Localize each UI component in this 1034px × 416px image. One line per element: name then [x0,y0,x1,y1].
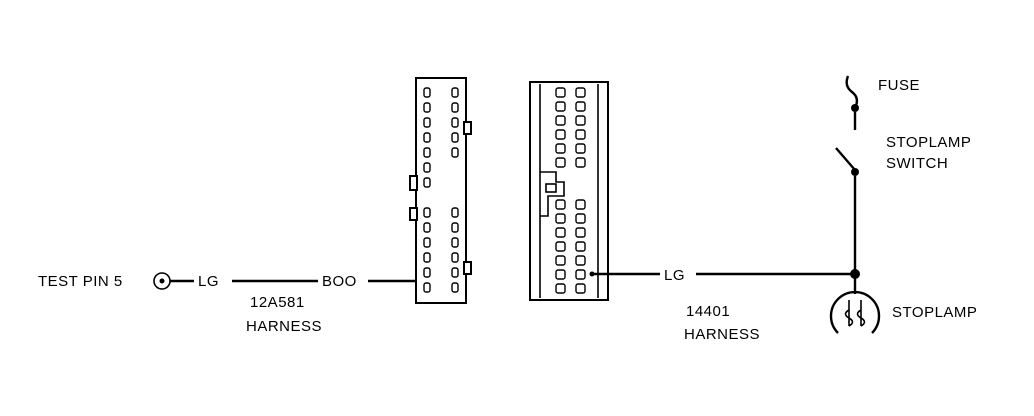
connector-left-pin [451,282,459,293]
connector-left-pin [451,207,459,218]
connector-left-pin [423,162,431,173]
connector-left-pin [451,222,459,233]
connector-left-pin [423,222,431,233]
connector-right-pin [575,129,586,140]
connector-right-pin [575,213,586,224]
fuse-label: FUSE [878,77,920,94]
connector-right-pin [555,283,566,294]
connector-right-pin [555,115,566,126]
test-pin-terminal-icon [153,272,171,290]
connector-right-pin [575,227,586,238]
test-pin-label: TEST PIN 5 [38,273,123,290]
connector-right-body [529,81,609,301]
harness-connector-right [529,81,609,301]
connector-left-pins [423,87,459,293]
connector-left-pin [451,102,459,113]
connector-left-pin [423,117,431,128]
connector-right-pin [555,241,566,252]
harness-right-number: 14401 [686,303,730,320]
fuse-icon [845,75,859,112]
connector-left-pin [423,87,431,98]
connector-right-pin [575,115,586,126]
connector-left-pin [423,267,431,278]
connector-right-pin [555,269,566,280]
connector-right-pin [575,87,586,98]
connector-right-pin [575,143,586,154]
connector-left-pin [423,147,431,158]
wire-color-label-left: LG [198,273,219,290]
connector-right-pin [575,241,586,252]
stoplamp-bulb-icon [829,290,881,334]
connector-left-pin [423,132,431,143]
connector-left-pin [451,132,459,143]
stoplamp-switch-label-line2: SWITCH [886,155,948,172]
connector-right-pins [555,87,586,294]
connector-right-pin [575,269,586,280]
connector-left-pin [451,87,459,98]
harness-left-word: HARNESS [246,318,322,335]
harness-right-word: HARNESS [684,326,760,343]
stoplamp-switch-icon [835,147,859,176]
connector-right-pin [575,199,586,210]
connector-right-pin [575,157,586,168]
connector-right-pin [555,143,566,154]
connector-left-pin [451,267,459,278]
connector-right-pin [555,255,566,266]
connector-left-pin [423,177,431,188]
connector-right-pin [555,227,566,238]
harness-left-number: 12A581 [250,294,305,311]
connector-right-pin [555,199,566,210]
connector-right-pin [555,129,566,140]
connector-left-pin [423,282,431,293]
connector-left-tab [463,261,472,275]
wire-color-label-right: LG [664,267,685,284]
connector-right-pin [575,101,586,112]
connector-left-pin [423,252,431,263]
connector-right-pin [555,157,566,168]
wire-splice-junction [850,269,860,279]
connector-right-latch [540,171,565,217]
harness-connector-left [409,77,472,304]
connector-left-tab [409,175,418,191]
connector-left-tab [463,121,472,135]
connector-right-latch-tab [545,183,557,193]
connector-left-pin [451,147,459,158]
stoplamp-switch-label-line1: STOPLAMP [886,134,971,151]
connector-left-pin [423,207,431,218]
connector-right-pin [575,255,586,266]
connector-left-pin [451,252,459,263]
connector-left-pin [451,237,459,248]
connector-right-pin [555,213,566,224]
connector-right-pin [575,283,586,294]
connector-right-pin [555,101,566,112]
connector-boo-label: BOO [322,273,357,290]
connector-right-pin [555,87,566,98]
connector-left-pin [423,237,431,248]
connector-left-pin [423,102,431,113]
stoplamp-label: STOPLAMP [892,304,977,321]
connector-left-body [415,77,467,304]
connector-left-pin [451,117,459,128]
connector-left-tab [409,207,418,221]
